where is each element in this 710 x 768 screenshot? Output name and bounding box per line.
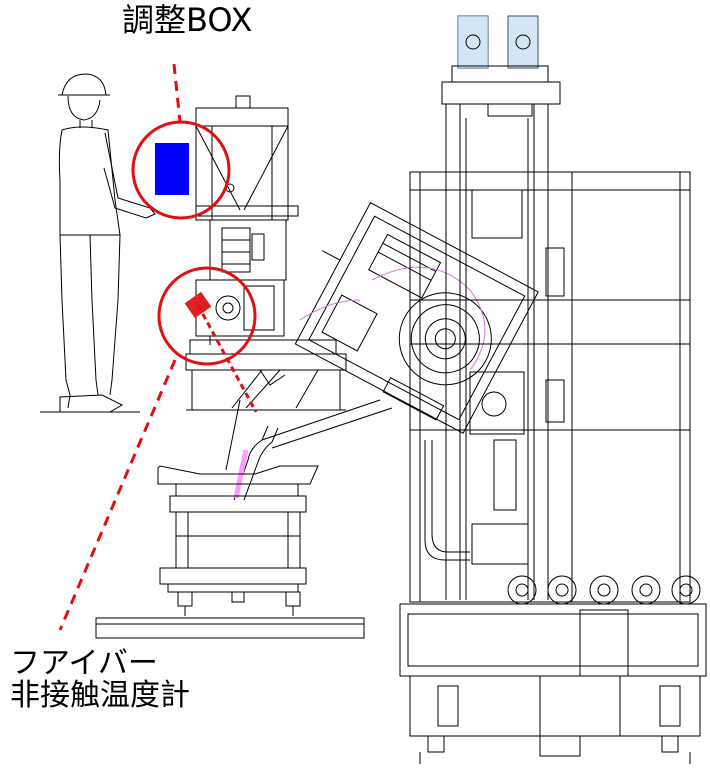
adjust-box-leader bbox=[172, 63, 182, 123]
adjust-box-highlight bbox=[131, 120, 231, 220]
adjust-box-label: 調整BOX bbox=[122, 1, 253, 39]
fiber-sensor-label: フアイバー 非接触温度計 bbox=[10, 648, 190, 711]
adjust-box-marker bbox=[155, 143, 189, 195]
tilted-furnace bbox=[294, 202, 539, 434]
fiber-sensor-label-line2: 非接触温度計 bbox=[10, 677, 190, 713]
fiber-sensor-leader bbox=[58, 359, 177, 631]
pour-chute bbox=[225, 399, 393, 501]
fiber-sensor-highlight bbox=[157, 266, 257, 366]
floor-base bbox=[95, 617, 365, 639]
operator-figure bbox=[40, 73, 156, 413]
fiber-sensor-label-line1: フアイバー bbox=[10, 646, 158, 681]
platform-frame bbox=[185, 339, 347, 411]
ladle-cart bbox=[157, 465, 319, 616]
main-tower bbox=[399, 15, 707, 764]
